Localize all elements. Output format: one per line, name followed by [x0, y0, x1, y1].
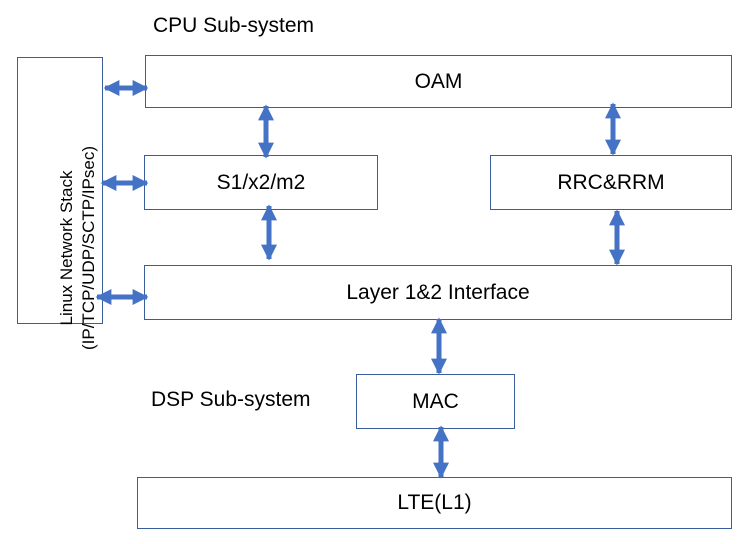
mac-box: MAC: [356, 374, 515, 429]
layer-1-2-interface-box: Layer 1&2 Interface: [144, 265, 732, 320]
linux-network-stack-box: Linux Network Stack (IP/TCP/UDP/SCTP/IPs…: [17, 57, 103, 350]
dsp-subsystem-label: DSP Sub-system: [151, 388, 311, 411]
cpu-subsystem-label: CPU Sub-system: [153, 14, 315, 37]
mac-label: MAC: [412, 389, 459, 413]
rrc-rrm-label: RRC&RRM: [557, 170, 665, 194]
oam-box: OAM: [145, 55, 732, 108]
oam-label: OAM: [414, 69, 463, 93]
layer-1-2-interface-label: Layer 1&2 Interface: [346, 280, 530, 304]
lte-l1-label: LTE(L1): [397, 491, 472, 514]
s1-x2-m2-label: S1/x2/m2: [216, 170, 306, 194]
